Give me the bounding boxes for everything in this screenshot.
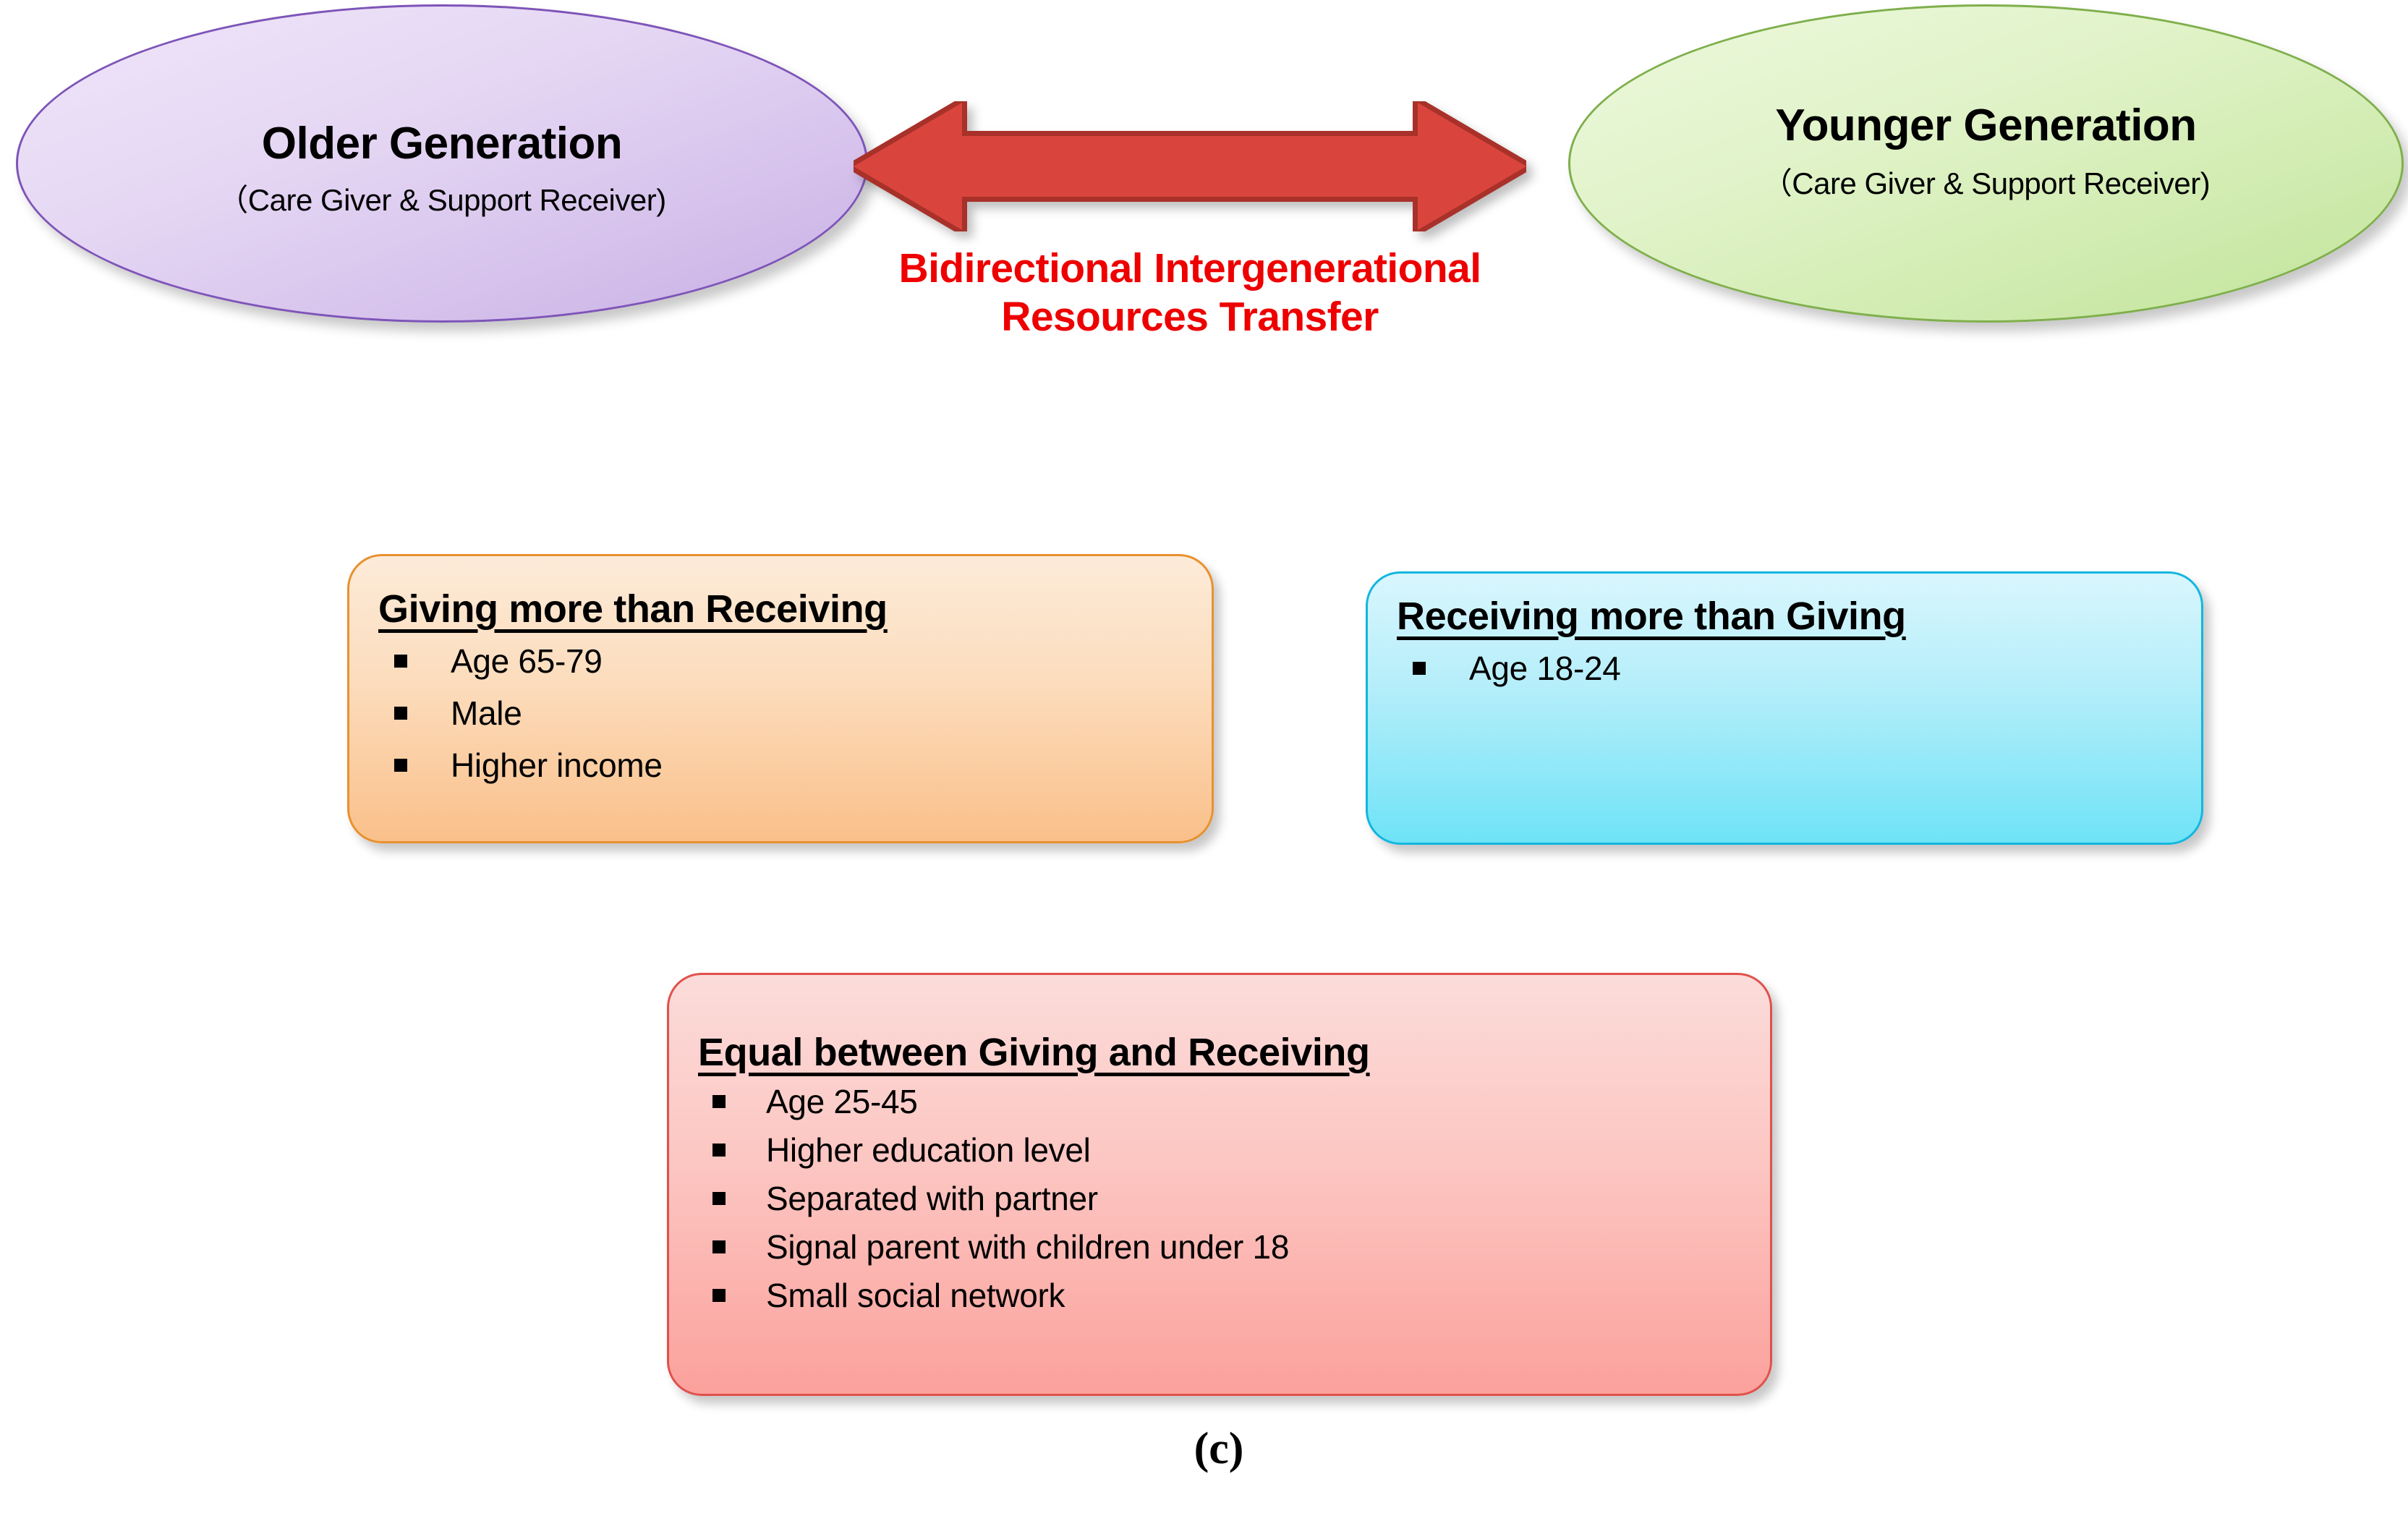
list-item: Separated with partner <box>698 1182 1770 1215</box>
panel-equal-between-giving-and-receiving: Equal between Giving and Receiving Age 2… <box>667 973 1772 1396</box>
list-item: Male <box>378 697 1212 730</box>
transfer-label-line-2: Resources Transfer <box>1001 293 1379 340</box>
square-bullet-icon <box>712 1289 726 1302</box>
younger-generation-ellipse: Younger Generation （Care Giver & Support… <box>1568 4 2404 323</box>
list-item-label: Small social network <box>766 1277 1065 1314</box>
panel-list-giving: Age 65-79 Male Higher income <box>378 644 1212 782</box>
list-item-label: Age 18-24 <box>1469 650 1621 687</box>
panel-list-equal: Age 25-45 Higher education level Separat… <box>698 1085 1770 1312</box>
square-bullet-icon <box>394 655 407 668</box>
list-item: Small social network <box>698 1279 1770 1312</box>
panel-receiving-more-than-giving: Receiving more than Giving Age 18-24 <box>1366 571 2203 845</box>
list-item: Higher education level <box>698 1133 1770 1167</box>
panel-content: Giving more than Receiving Age 65-79 Mal… <box>349 556 1212 782</box>
square-bullet-icon <box>712 1240 726 1253</box>
list-item-label: Separated with partner <box>766 1180 1098 1217</box>
panel-content: Equal between Giving and Receiving Age 2… <box>669 975 1770 1312</box>
square-bullet-icon <box>394 707 407 720</box>
transfer-label: Bidirectional Intergenerational Resource… <box>817 244 1562 341</box>
list-item-label: Male <box>451 694 522 732</box>
list-item-label: Age 65-79 <box>451 642 603 680</box>
list-item-label: Age 25-45 <box>766 1083 918 1120</box>
square-bullet-icon <box>394 759 407 772</box>
panel-title-equal: Equal between Giving and Receiving <box>698 1031 1370 1074</box>
older-generation-subtitle: （Care Giver & Support Receiver) <box>218 183 666 217</box>
transfer-label-line-1: Bidirectional Intergenerational <box>898 245 1482 291</box>
list-item-label: Higher education level <box>766 1131 1091 1169</box>
bidirectional-arrow-icon <box>854 101 1526 231</box>
panel-list-receiving: Age 18-24 <box>1397 652 2201 685</box>
panel-title-receiving: Receiving more than Giving <box>1397 595 1906 638</box>
figure-caption: (c) <box>1194 1424 1244 1473</box>
older-generation-ellipse: Older Generation （Care Giver & Support R… <box>16 4 868 323</box>
panel-content: Receiving more than Giving Age 18-24 <box>1368 574 2201 685</box>
younger-generation-subtitle: （Care Giver & Support Receiver) <box>1761 166 2211 200</box>
square-bullet-icon <box>712 1192 726 1205</box>
older-generation-title: Older Generation <box>261 119 623 169</box>
younger-generation-title: Younger Generation <box>1775 101 2197 150</box>
square-bullet-icon <box>712 1144 726 1157</box>
list-item: Higher income <box>378 749 1212 782</box>
list-item: Age 25-45 <box>698 1085 1770 1118</box>
panel-giving-more-than-receiving: Giving more than Receiving Age 65-79 Mal… <box>347 554 1214 843</box>
panel-title-giving: Giving more than Receiving <box>378 587 888 631</box>
list-item: Signal parent with children under 18 <box>698 1230 1770 1264</box>
list-item: Age 18-24 <box>1397 652 2201 685</box>
list-item-label: Signal parent with children under 18 <box>766 1228 1290 1266</box>
list-item: Age 65-79 <box>378 644 1212 678</box>
list-item-label: Higher income <box>451 746 663 784</box>
square-bullet-icon <box>1413 662 1426 675</box>
square-bullet-icon <box>712 1095 726 1108</box>
